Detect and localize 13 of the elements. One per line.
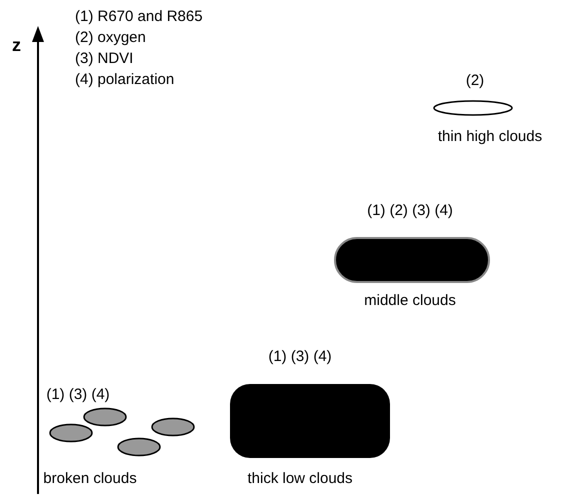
legend-note: (3) NDVI bbox=[75, 50, 134, 68]
parameter-numbers: (2) bbox=[466, 72, 484, 90]
parameter-numbers: (1) (3) (4) bbox=[46, 386, 110, 404]
legend-note: (4) polarization bbox=[75, 71, 174, 89]
cloud-caption: thick low clouds bbox=[247, 470, 353, 488]
cloud-caption: broken clouds bbox=[43, 470, 137, 488]
parameter-numbers: (1) (3) (4) bbox=[268, 348, 332, 366]
axis-label: z bbox=[12, 36, 21, 54]
cloud-caption: thin high clouds bbox=[438, 128, 542, 146]
legend-note: (2) oxygen bbox=[75, 29, 146, 47]
cloud-caption: middle clouds bbox=[364, 292, 456, 310]
legend-note: (1) R670 and R865 bbox=[75, 8, 203, 26]
parameter-numbers: (1) (2) (3) (4) bbox=[367, 202, 453, 220]
